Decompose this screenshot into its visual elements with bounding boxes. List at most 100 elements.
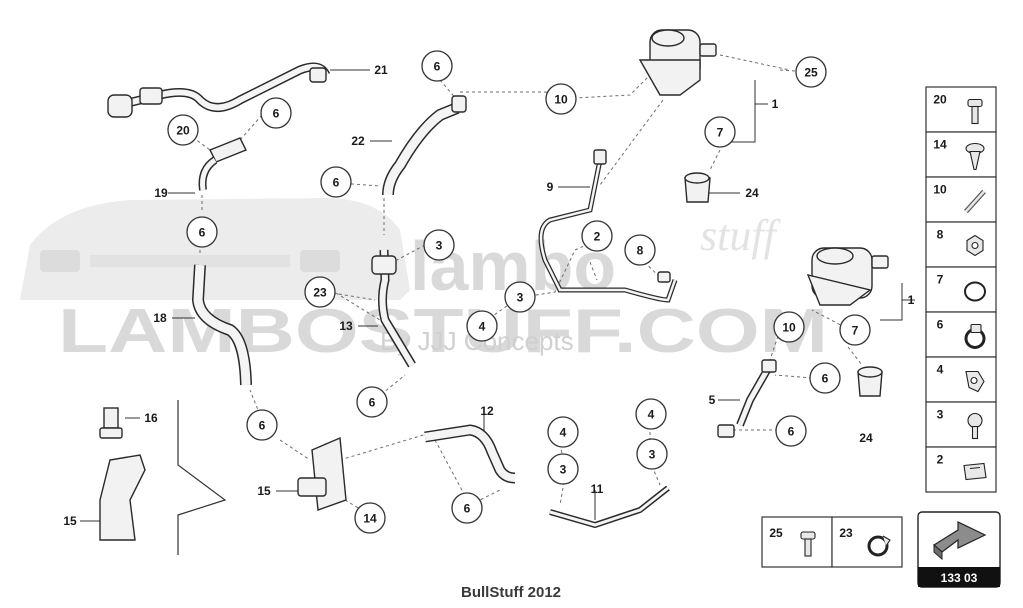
legend-row-2[interactable]: 2 [925,446,997,493]
part-label-l11[interactable]: 11 [591,482,604,496]
callout-number: 3 [436,239,443,253]
legend-row-20[interactable]: 20 [925,86,997,133]
callout-c6f[interactable]: 6 [775,415,807,447]
callout-c20[interactable]: 20 [167,114,199,146]
part-15-bracket-left [99,454,146,541]
legend-row-4[interactable]: 4 [925,356,997,403]
callout-number: 14 [363,512,377,526]
part-label-l15b[interactable]: 15 [63,514,77,528]
callout-c7a[interactable]: 7 [704,116,736,148]
callout-c6h[interactable]: 6 [246,409,278,441]
page-ref-number: 133 03 [941,571,978,585]
callout-circle [624,234,656,266]
legend-row-14[interactable]: 14 [925,131,997,178]
car-lamp-right [300,250,340,272]
part-label-l1b[interactable]: 1 [908,293,915,307]
callout-c2[interactable]: 2 [581,220,613,252]
callout-circle [581,220,613,252]
part-label-l19[interactable]: 19 [154,186,168,200]
callout-number: 10 [782,321,796,335]
callout-circle [809,362,841,394]
page-ref-badge[interactable]: 133 03 [917,511,1001,588]
callout-c4b[interactable]: 4 [547,416,579,448]
legend-number: 8 [937,228,944,242]
callout-number: 6 [788,425,795,439]
legend-row-8[interactable]: 8 [925,221,997,268]
clip-icon [963,462,987,481]
callout-circle [320,166,352,198]
callout-c6e[interactable]: 6 [809,362,841,394]
legend-row-3[interactable]: 3 [925,401,997,448]
callout-c3a[interactable]: 3 [423,229,455,261]
legend-number: 14 [933,138,947,152]
part-label-l16[interactable]: 16 [144,411,158,425]
callout-c3d[interactable]: 3 [636,438,668,470]
callout-c8[interactable]: 8 [624,234,656,266]
callout-number: 6 [259,419,266,433]
callout-number: 7 [717,126,724,140]
callout-number: 3 [649,448,656,462]
callout-c14[interactable]: 14 [354,502,386,534]
part-label-l21[interactable]: 21 [374,63,388,77]
callout-circle [356,386,388,418]
callout-c4a[interactable]: 4 [466,310,498,342]
legend-bottom-25[interactable]: 25 [761,516,833,568]
callout-c6b[interactable]: 6 [260,97,292,129]
callout-number: 6 [464,502,471,516]
callout-c4c[interactable]: 4 [635,398,667,430]
hex-nut-icon [966,234,984,257]
bolt-icon [800,531,816,557]
callout-circle [636,438,668,470]
callout-c6g[interactable]: 6 [356,386,388,418]
legend-row-10[interactable]: 10 [925,176,997,223]
callout-circle [167,114,199,146]
callout-circle [246,409,278,441]
solid-leaders [80,69,915,522]
watermark-script: stuff [700,211,782,260]
callout-circle [635,398,667,430]
part-label-l24b[interactable]: 24 [859,431,873,445]
part-label-l1a[interactable]: 1 [772,97,779,111]
clamp-icon [867,535,891,557]
part-label-l18[interactable]: 18 [153,311,167,325]
callout-c10b[interactable]: 10 [773,311,805,343]
callout-circle [466,310,498,342]
callout-circle [504,281,536,313]
break-line [177,400,227,555]
part-1-pump-lower [806,247,889,306]
callout-c25[interactable]: 25 [795,56,827,88]
watermark: lambo stuff LAMBOSTUFF.COM By JJJ Concep… [20,198,828,366]
legend-number: 23 [839,526,853,540]
callout-c6a[interactable]: 6 [421,50,453,82]
callout-c6c[interactable]: 6 [320,166,352,198]
part-label-l9[interactable]: 9 [547,180,554,194]
callout-number: 23 [313,286,327,300]
part-label-l5[interactable]: 5 [709,393,716,407]
callout-c3b[interactable]: 3 [504,281,536,313]
callout-c7b[interactable]: 7 [839,314,871,346]
callout-c10a[interactable]: 10 [545,83,577,115]
legend-number: 7 [937,273,944,287]
callout-c23[interactable]: 23 [304,276,336,308]
legend-row-7[interactable]: 7 [925,266,997,313]
bolt-icon [967,98,983,125]
callout-c6i[interactable]: 6 [451,492,483,524]
part-label-l13[interactable]: 13 [339,319,353,333]
callout-c3c[interactable]: 3 [547,453,579,485]
callout-number: 2 [594,230,601,244]
threaded-stud-icon [964,189,986,214]
callout-circle [839,314,871,346]
legend-number: 4 [937,363,944,377]
part-label-l15a[interactable]: 15 [257,484,271,498]
callout-c6d[interactable]: 6 [186,216,218,248]
legend-bottom-23[interactable]: 23 [831,516,903,568]
legend-row-6[interactable]: 6 [925,311,997,358]
part-label-l12[interactable]: 12 [480,404,494,418]
callout-number: 6 [273,107,280,121]
arrow-icon [932,521,987,553]
callout-circle [795,56,827,88]
part-label-l22[interactable]: 22 [351,134,365,148]
part-label-l24a[interactable]: 24 [745,186,759,200]
